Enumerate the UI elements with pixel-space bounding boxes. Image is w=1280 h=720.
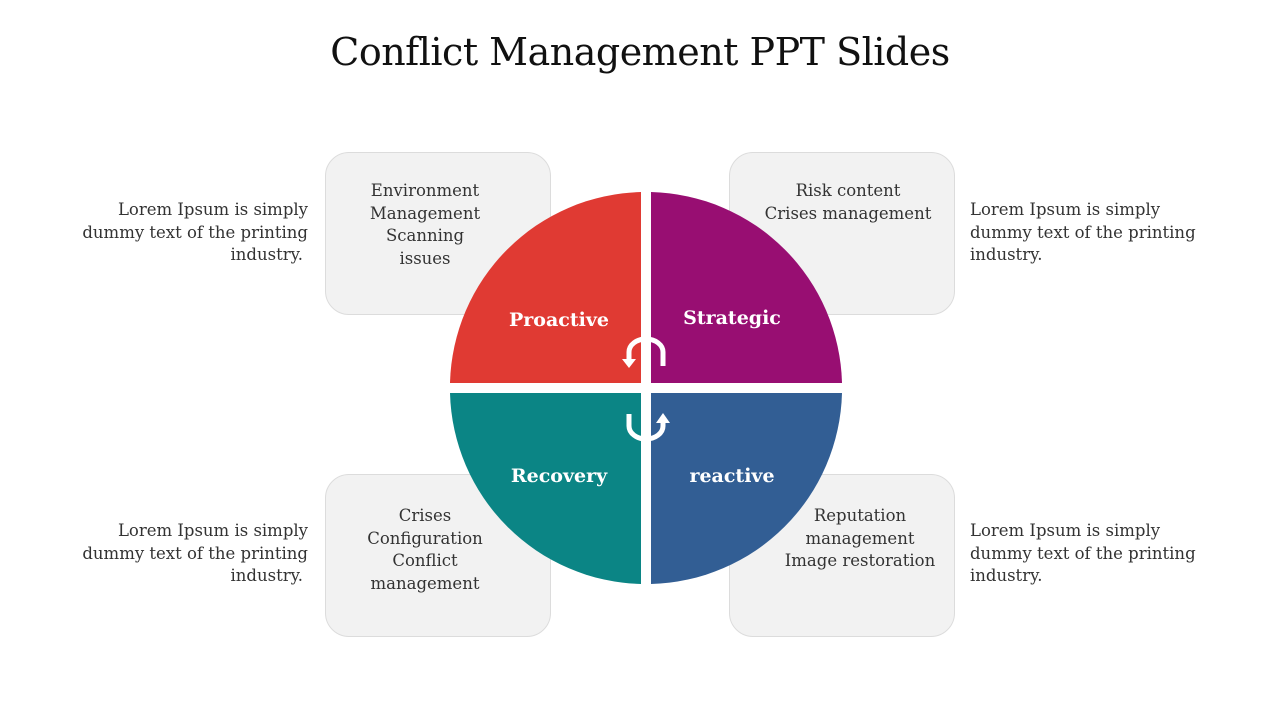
- label-strategic: Strategic: [683, 307, 781, 329]
- box-text-strategic: Risk content Crises management: [748, 180, 948, 225]
- desc-line: dummy text of the printing: [970, 222, 1196, 242]
- desc-proactive: Lorem Ipsum is simply dummy text of the …: [68, 199, 308, 267]
- box-line: management: [805, 528, 915, 548]
- box-text-proactive: Environment Management Scanning issues: [325, 180, 525, 270]
- desc-line: industry.: [230, 566, 303, 585]
- desc-line: dummy text of the printing: [82, 543, 308, 563]
- desc-recovery: Lorem Ipsum is simply dummy text of the …: [68, 520, 308, 588]
- desc-line: Lorem Ipsum is simply: [117, 200, 308, 219]
- label-proactive: Proactive: [509, 309, 609, 331]
- page-title: Conflict Management PPT Slides: [330, 30, 950, 74]
- box-line: management: [370, 573, 480, 593]
- box-line: Crises: [398, 506, 452, 525]
- box-line: Risk content: [795, 181, 901, 200]
- desc-line: dummy text of the printing: [82, 222, 308, 242]
- desc-line: industry.: [230, 245, 303, 264]
- quadrant-strategic: [651, 192, 842, 383]
- label-recovery: Recovery: [511, 465, 608, 487]
- box-line: Configuration: [367, 528, 483, 548]
- u-turn-arrow-icon: [622, 336, 666, 368]
- box-line: Reputation: [813, 506, 907, 525]
- desc-line: dummy text of the printing: [970, 543, 1196, 563]
- box-line: Environment: [370, 181, 480, 200]
- quadrant-recovery: [450, 393, 641, 584]
- label-reactive: reactive: [689, 465, 774, 487]
- desc-strategic: Lorem Ipsum is simply dummy text of the …: [970, 199, 1210, 267]
- box-line: Scanning: [385, 226, 465, 245]
- box-line: Image restoration: [784, 551, 936, 570]
- desc-line: Lorem Ipsum is simply: [970, 521, 1161, 540]
- box-text-recovery: Crises Configuration Conflict management: [325, 505, 525, 595]
- quadrant-proactive: [450, 192, 641, 383]
- desc-line: Lorem Ipsum is simply: [970, 200, 1161, 219]
- u-turn-arrow-icon: [626, 413, 670, 442]
- quadrant-reactive: [651, 393, 842, 584]
- desc-line: industry.: [970, 245, 1043, 264]
- box-line: Management: [369, 203, 481, 223]
- box-line: Conflict: [392, 551, 458, 570]
- box-line: Crises management: [764, 203, 932, 223]
- desc-line: industry.: [970, 566, 1043, 585]
- box-line: issues: [399, 248, 451, 268]
- box-text-reactive: Reputation management Image restoration: [760, 505, 960, 573]
- desc-line: Lorem Ipsum is simply: [117, 521, 308, 540]
- desc-reactive: Lorem Ipsum is simply dummy text of the …: [970, 520, 1210, 588]
